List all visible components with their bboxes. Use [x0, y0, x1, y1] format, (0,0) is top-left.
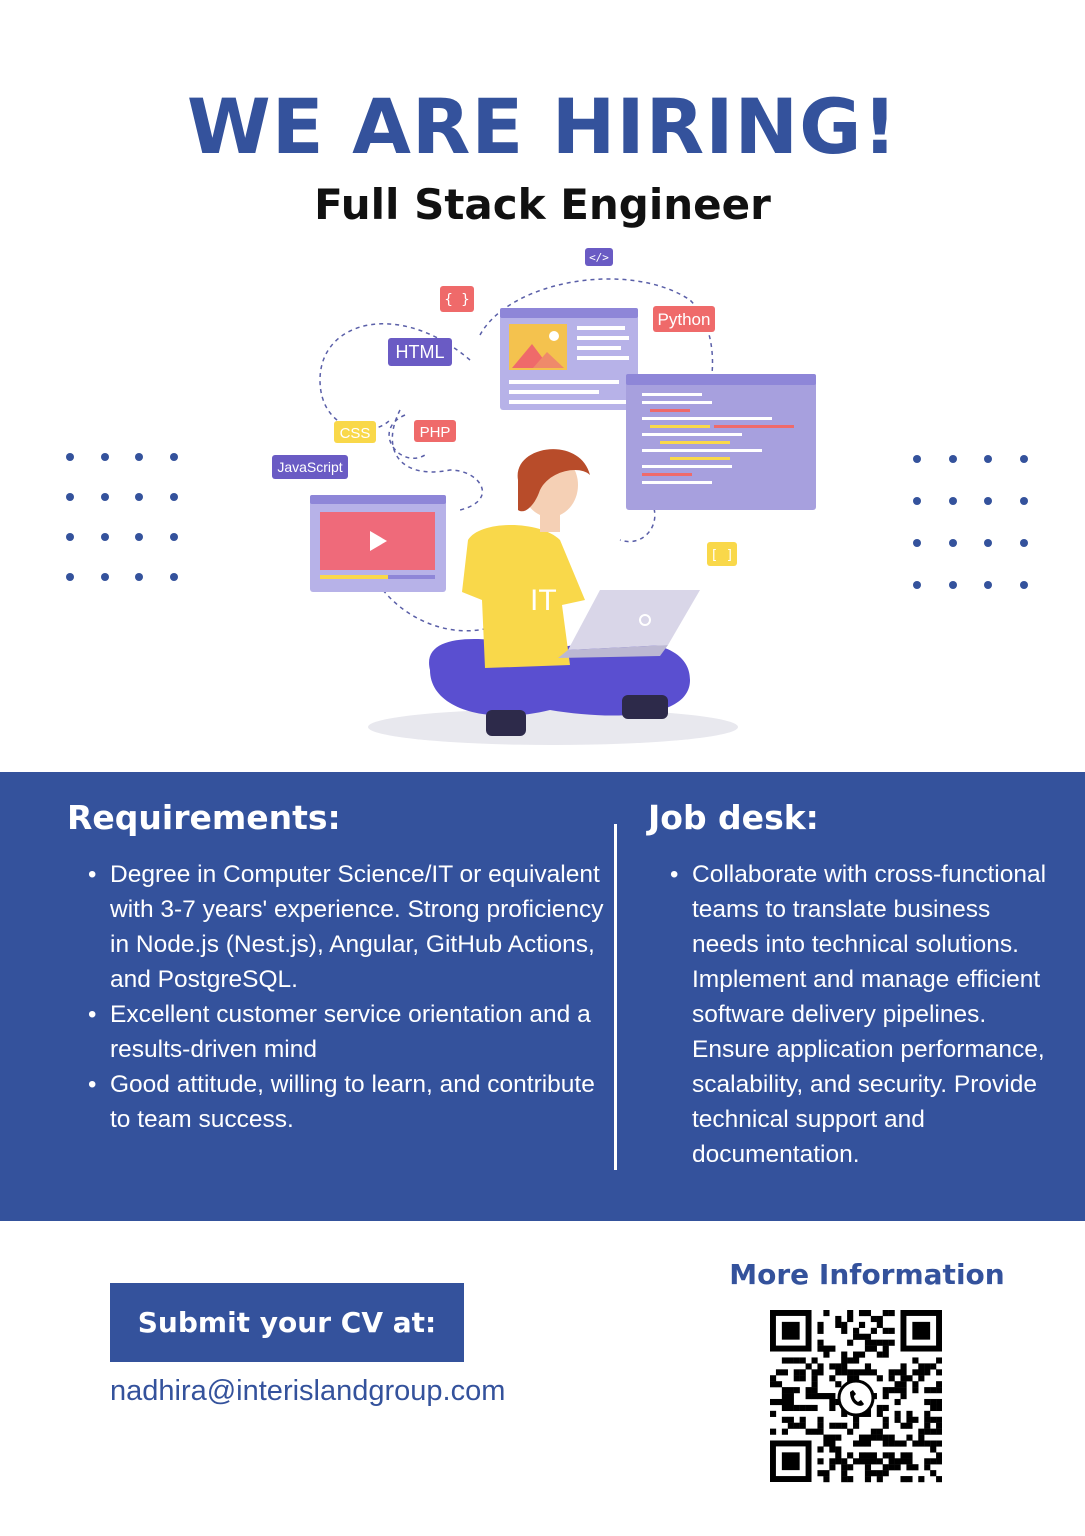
- decor-dot: [66, 533, 74, 541]
- floor-shadow: [368, 709, 738, 745]
- svg-text:</>: </>: [589, 251, 609, 264]
- requirements-list: Degree in Computer Science/IT or equival…: [88, 857, 610, 1137]
- decor-dot: [135, 453, 143, 461]
- decor-dot: [948, 455, 957, 463]
- tag-brackets: [ ]: [707, 542, 737, 566]
- decor-dot: [984, 497, 992, 505]
- decor-dot: [913, 539, 921, 547]
- tag-code: </>: [585, 248, 613, 266]
- decor-dot: [948, 539, 957, 547]
- decor-dot: [984, 539, 992, 547]
- decor-dot: [169, 573, 178, 581]
- tag-javascript: JavaScript: [272, 455, 348, 479]
- job-desk-item: Collaborate with cross-functional teams …: [670, 857, 1062, 1172]
- position-title: Full Stack Engineer: [314, 180, 771, 229]
- decor-dot: [948, 497, 957, 505]
- more-information-title: More Information: [729, 1258, 1005, 1291]
- decor-dot: [100, 453, 109, 461]
- decor-dot: [1019, 455, 1028, 463]
- image-window-icon: [500, 308, 638, 410]
- decor-dot: [984, 455, 992, 463]
- tag-braces: { }: [440, 286, 474, 312]
- svg-text:PHP: PHP: [420, 424, 451, 441]
- decor-dot: [66, 493, 74, 501]
- decor-dot: [135, 573, 143, 581]
- decor-dot: [1019, 581, 1028, 589]
- decor-dot: [913, 497, 921, 505]
- requirements-title: Requirements:: [67, 798, 341, 837]
- svg-text:Python: Python: [658, 310, 711, 329]
- tag-php: PHP: [414, 420, 456, 442]
- shirt-text: IT: [530, 584, 557, 617]
- requirement-item: Good attitude, willing to learn, and con…: [88, 1067, 610, 1137]
- decor-dot: [169, 493, 178, 501]
- requirement-item: Degree in Computer Science/IT or equival…: [88, 857, 610, 997]
- decor-dot: [1019, 497, 1028, 505]
- decor-dot: [100, 573, 109, 581]
- submit-cv-button[interactable]: Submit your CV at:: [110, 1283, 464, 1362]
- developer-illustration: IT </> { } HTML Python CSS PHP JavaScrip…: [272, 248, 816, 745]
- decor-dot: [948, 581, 957, 589]
- decor-dot: [100, 533, 109, 541]
- decor-dot: [913, 455, 921, 463]
- svg-text:CSS: CSS: [340, 425, 371, 442]
- video-player-icon: [310, 495, 446, 592]
- job-desk-list: Collaborate with cross-functional teams …: [670, 857, 1062, 1172]
- code-window-icon: [626, 374, 816, 510]
- svg-text:[ ]: [ ]: [710, 548, 733, 563]
- qr-code[interactable]: [770, 1310, 942, 1484]
- decor-dot: [984, 581, 992, 589]
- column-divider: [614, 824, 617, 1170]
- svg-text:HTML: HTML: [396, 342, 445, 362]
- tag-css: CSS: [334, 421, 376, 443]
- tag-html: HTML: [388, 338, 452, 366]
- decor-dot: [135, 493, 143, 501]
- developer-person-icon: IT: [429, 449, 690, 736]
- decor-dot: [66, 573, 74, 581]
- headline: WE ARE HIRING!: [186, 82, 899, 171]
- decor-dot: [913, 581, 921, 589]
- decor-dot: [169, 453, 178, 461]
- job-desk-title: Job desk:: [648, 798, 819, 837]
- decor-dot: [1019, 539, 1028, 547]
- email-link[interactable]: nadhira@interislandgroup.com: [110, 1375, 506, 1407]
- svg-text:{ }: { }: [444, 292, 469, 308]
- requirement-item: Excellent customer service orientation a…: [88, 997, 610, 1067]
- tag-python: Python: [653, 306, 715, 332]
- laptop-icon: [558, 590, 700, 658]
- svg-text:JavaScript: JavaScript: [277, 459, 342, 475]
- decor-dot: [66, 453, 74, 461]
- decor-dot: [135, 533, 143, 541]
- decor-dot: [100, 493, 109, 501]
- decor-dot: [169, 533, 178, 541]
